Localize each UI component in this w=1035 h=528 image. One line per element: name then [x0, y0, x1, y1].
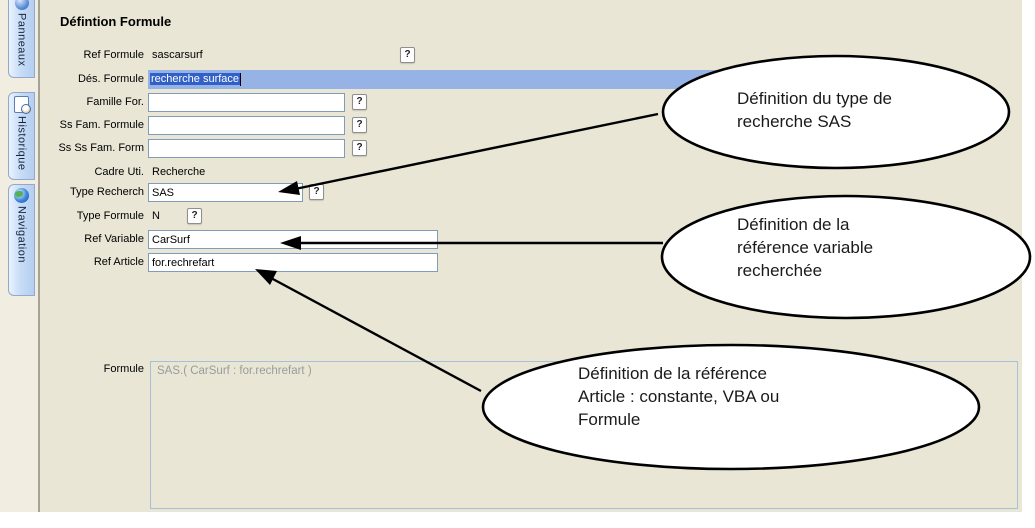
help-button[interactable]: ?: [352, 140, 367, 156]
field-label: Type Formule: [76, 210, 144, 222]
tab-label: Panneaux: [15, 13, 28, 67]
ref-article-input[interactable]: [148, 253, 438, 272]
field-label: Ref Variable: [84, 233, 144, 245]
famille-for-input[interactable]: [148, 93, 345, 112]
field-label: Dés. Formule: [77, 73, 144, 85]
sidebar: Panneaux Historique Navigation: [0, 0, 38, 512]
field-label: Ss Fam. Formule: [59, 119, 144, 131]
page-title: Défintion Formule: [60, 14, 172, 29]
help-button[interactable]: ?: [309, 184, 324, 200]
field-label: Ss Ss Fam. Form: [58, 142, 144, 154]
type-formule-value: N: [152, 210, 160, 222]
help-button[interactable]: ?: [352, 94, 367, 110]
cadre-uti-value: Recherche: [152, 166, 206, 178]
ref-formule-value: sascarsurf: [152, 49, 203, 61]
panneaux-icon: [14, 0, 29, 10]
help-button[interactable]: ?: [352, 117, 367, 133]
ss-ss-fam-form-input[interactable]: [148, 139, 345, 158]
help-button[interactable]: ?: [400, 47, 415, 63]
sidebar-tab-panneaux[interactable]: Panneaux: [8, 0, 35, 78]
tab-label: Historique: [15, 116, 28, 171]
tab-label: Navigation: [15, 206, 28, 263]
field-label: Type Recherch: [70, 186, 144, 198]
historique-icon: [14, 96, 31, 114]
sidebar-tab-historique[interactable]: Historique: [8, 92, 35, 180]
ss-fam-formule-input[interactable]: [148, 116, 345, 135]
navigation-icon: [14, 188, 29, 203]
formule-label: Formule: [103, 363, 144, 375]
field-label: Famille For.: [86, 96, 144, 108]
selected-text: recherche surface: [150, 73, 241, 85]
text-caret: [240, 72, 242, 86]
des-formule-input[interactable]: recherche surface: [148, 70, 860, 89]
type-recherch-input[interactable]: [148, 183, 303, 202]
field-label: Ref Formule: [83, 49, 144, 61]
formule-textarea[interactable]: SAS.( CarSurf : for.rechrefart ): [150, 361, 1018, 509]
help-button[interactable]: ?: [187, 208, 202, 224]
field-label: Ref Article: [93, 256, 144, 268]
field-label: Cadre Uti.: [94, 166, 144, 178]
sidebar-tab-navigation[interactable]: Navigation: [8, 184, 35, 296]
ref-variable-input[interactable]: [148, 230, 438, 249]
